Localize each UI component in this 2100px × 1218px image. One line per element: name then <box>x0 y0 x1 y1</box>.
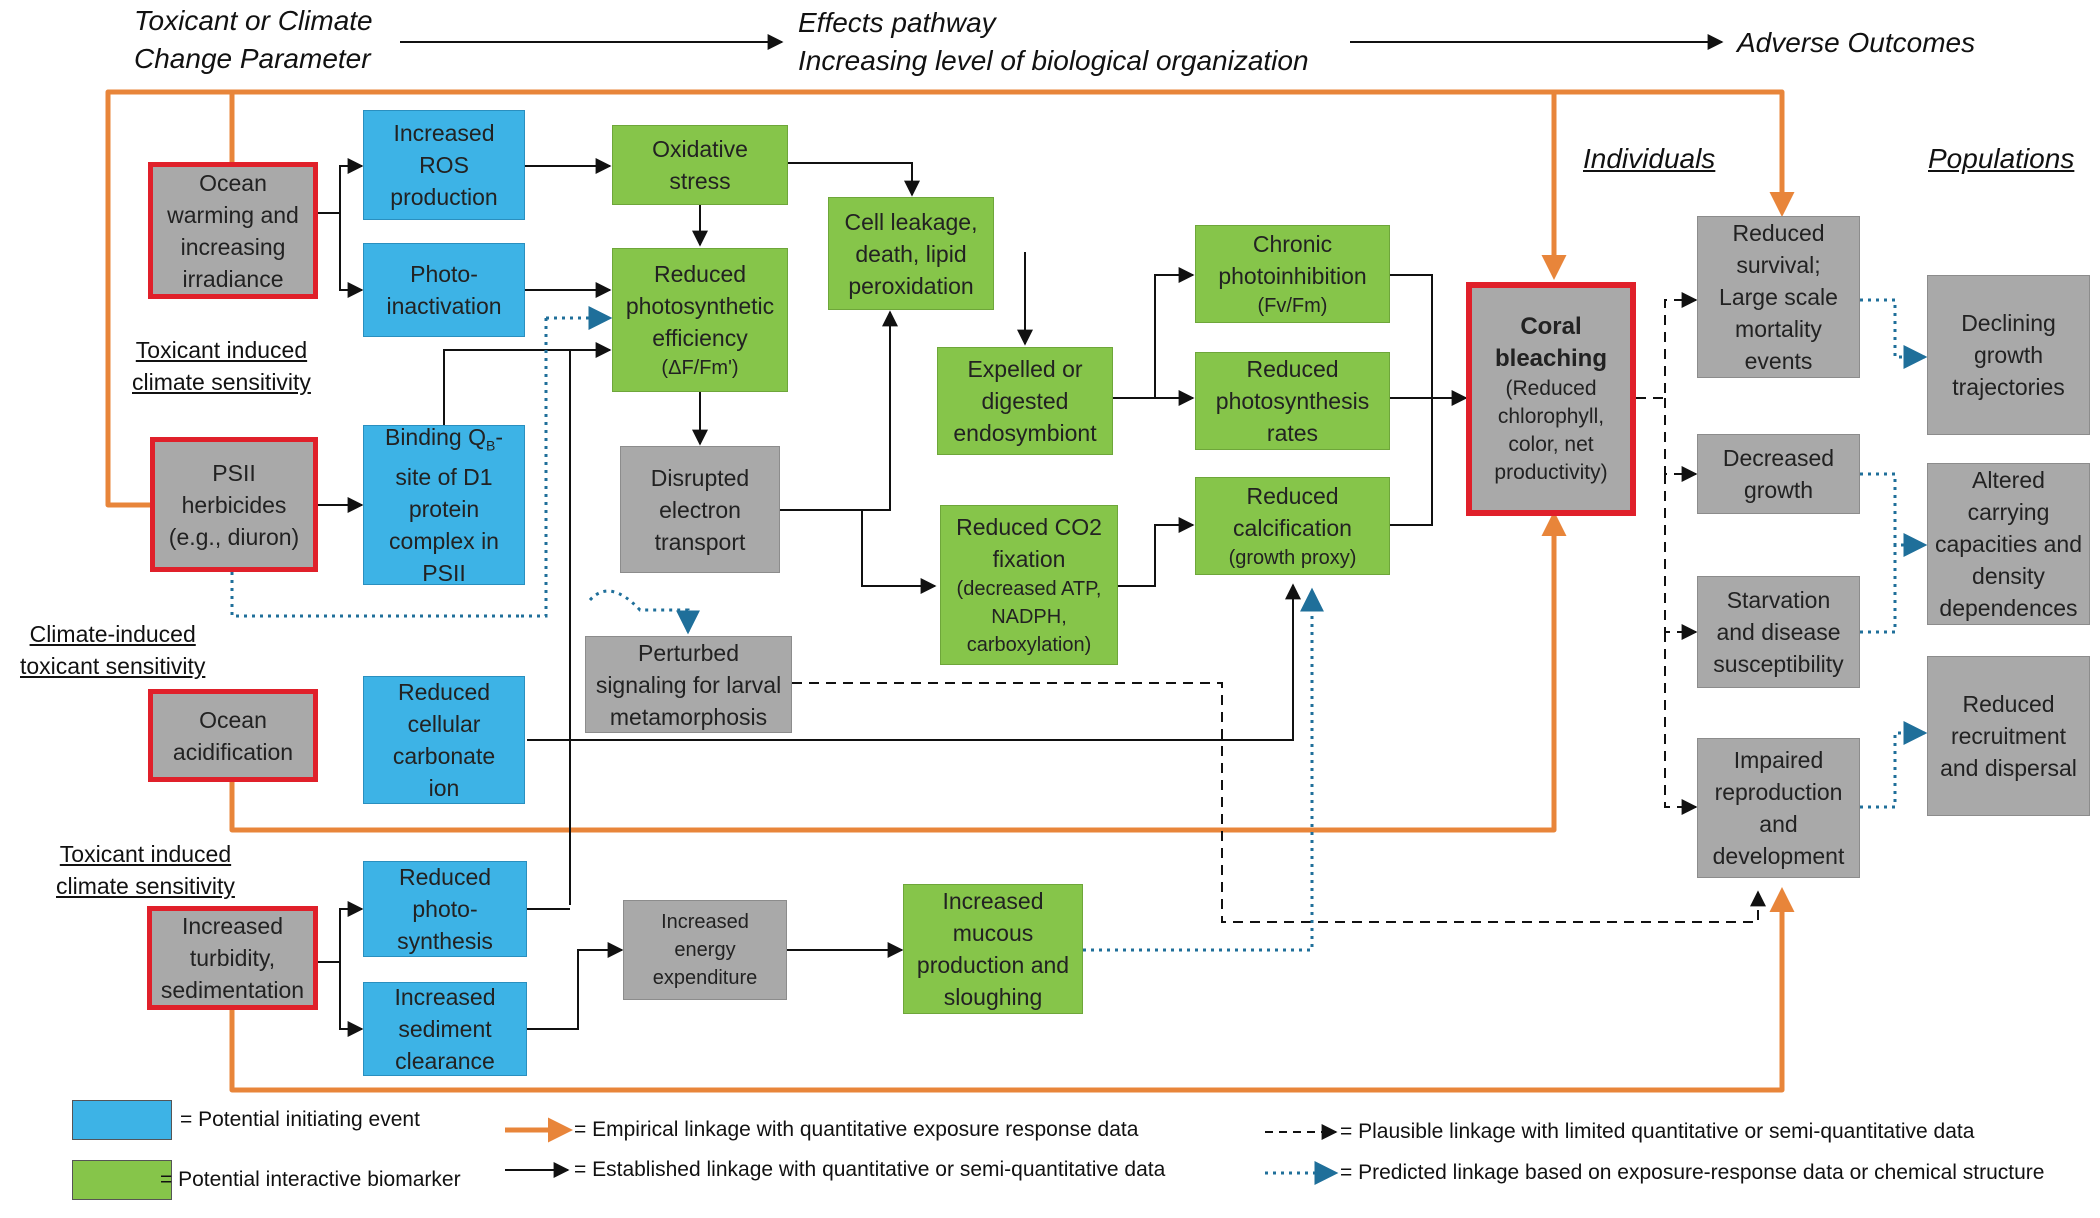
event-increased-energy-expenditure: Increased energy expenditure <box>623 900 787 1000</box>
outcome-impaired-reproduction: Impaired reproduction and development <box>1697 738 1860 878</box>
predicted-linkages <box>230 298 1928 952</box>
biomarker-reduced-calcification: Reduced calcification (growth proxy) <box>1195 477 1390 575</box>
biomarker-reduced-co2-fixation: Reduced CO2 fixation (decreased ATP, NAD… <box>940 505 1118 665</box>
biomarker-sublabel: (ΔF/Fm') <box>661 357 739 379</box>
bleaching-title: Coral bleaching <box>1494 313 1608 372</box>
stressor-turbidity: Increased turbidity, sedimentation <box>147 906 318 1010</box>
binding-text: Binding QB- site of D1 protein complex i… <box>384 423 504 587</box>
biomarker-reduced-photosynthesis-rates: Reduced photosynthesis rates <box>1195 352 1390 450</box>
event-increased-ros: Increased ROS production <box>363 110 525 220</box>
legend-initiating-text: = Potential initiating event <box>180 1108 420 1131</box>
outcome-reduced-recruitment: Reduced recruitment and dispersal <box>1927 656 2090 816</box>
biomarker-increased-mucous: Increased mucous production and sloughin… <box>903 884 1083 1014</box>
empirical-linkages <box>105 89 1795 1093</box>
event-perturbed-larval-signaling: Perturbed signaling for larval metamorph… <box>585 636 792 733</box>
biomarker-label: Chronic photoinhibition <box>1218 231 1367 289</box>
biomarker-reduced-photosynthetic-efficiency: Reduced photosynthetic efficiency (ΔF/Fm… <box>612 248 788 392</box>
legend-predicted-text: = Predicted linkage based on exposure-re… <box>1340 1161 2045 1184</box>
biomarker-expelled-endosymbiont: Expelled or digested endosymbiont <box>937 347 1113 455</box>
legend-swatch-initiating <box>72 1100 172 1140</box>
outcome-altered-carrying-capacities: Altered carrying capacities and density … <box>1927 463 2090 625</box>
level-label-individuals: Individuals <box>1583 143 1716 174</box>
legend-empirical-text: = Empirical linkage with quantitative ex… <box>574 1118 1139 1141</box>
biomarker-label: Reduced photosynthetic efficiency <box>625 261 775 351</box>
legend-swatch-biomarker <box>72 1160 172 1200</box>
sensitivity-label: Climate-induced toxicant sensitivity <box>20 621 206 679</box>
biomarker-sublabel: (growth proxy) <box>1228 547 1357 569</box>
outcome-starvation-disease: Starvation and disease susceptibility <box>1697 576 1860 688</box>
biomarker-oxidative-stress: Oxidative stress <box>612 125 788 205</box>
level-label-populations: Populations <box>1928 143 2075 174</box>
legend-line-samples <box>505 1117 1339 1185</box>
header-pathway-label: Effects pathway Increasing level of biol… <box>798 7 1309 76</box>
established-linkages <box>318 158 1468 1037</box>
event-reduced-carbonate: Reduced cellular carbonate ion <box>363 676 525 804</box>
stressor-ocean-acidification: Ocean acidification <box>148 689 318 782</box>
event-binding-qb-site: Binding QB- site of D1 protein complex i… <box>363 424 525 586</box>
event-photoinactivation: Photo- inactivation <box>363 243 525 337</box>
biomarker-chronic-photoinhibition: Chronic photoinhibition (Fv/Fm) <box>1195 225 1390 323</box>
event-sediment-clearance: Increased sediment clearance <box>363 982 527 1076</box>
sensitivity-label: Toxicant induced climate sensitivity <box>56 841 235 899</box>
stressor-psii-herbicides: PSII herbicides (e.g., diuron) <box>150 437 318 572</box>
biomarker-label: Reduced CO2 fixation <box>956 514 1102 572</box>
legend-established-text: = Established linkage with quantitative … <box>574 1158 1166 1181</box>
outcome-decreased-growth: Decreased growth <box>1697 434 1860 514</box>
sensitivity-label: Toxicant induced climate sensitivity <box>132 337 311 395</box>
header-stressor-label: Toxicant or Climate Change Parameter <box>134 5 373 74</box>
biomarker-sublabel: (Fv/Fm) <box>1257 295 1328 317</box>
event-reduced-photosynthesis: Reduced photo- synthesis <box>363 861 527 957</box>
stressor-ocean-warming: Ocean warming and increasing irradiance <box>148 162 318 299</box>
header-outcomes-label: Adverse Outcomes <box>1737 27 1976 58</box>
outcome-coral-bleaching: Coral bleaching (Reduced chlorophyll, co… <box>1466 282 1636 516</box>
bleaching-detail: (Reduced chlorophyll, color, net product… <box>1494 377 1608 484</box>
biomarker-sublabel: (decreased ATP, NADPH, carboxylation) <box>956 578 1102 656</box>
legend-biomarker-text: = Potential interactive biomarker <box>160 1168 461 1191</box>
outcome-reduced-survival: Reduced survival; Large scale mortality … <box>1697 216 1860 378</box>
biomarker-label: Reduced calcification <box>1233 483 1352 541</box>
event-disrupted-electron-transport: Disrupted electron transport <box>620 446 780 573</box>
legend-plausible-text: = Plausible linkage with limited quantit… <box>1340 1120 1975 1143</box>
plausible-linkages <box>792 292 1766 923</box>
outcome-declining-growth-trajectories: Declining growth trajectories <box>1927 275 2090 435</box>
biomarker-cell-leakage: Cell leakage, death, lipid peroxidation <box>828 197 994 310</box>
